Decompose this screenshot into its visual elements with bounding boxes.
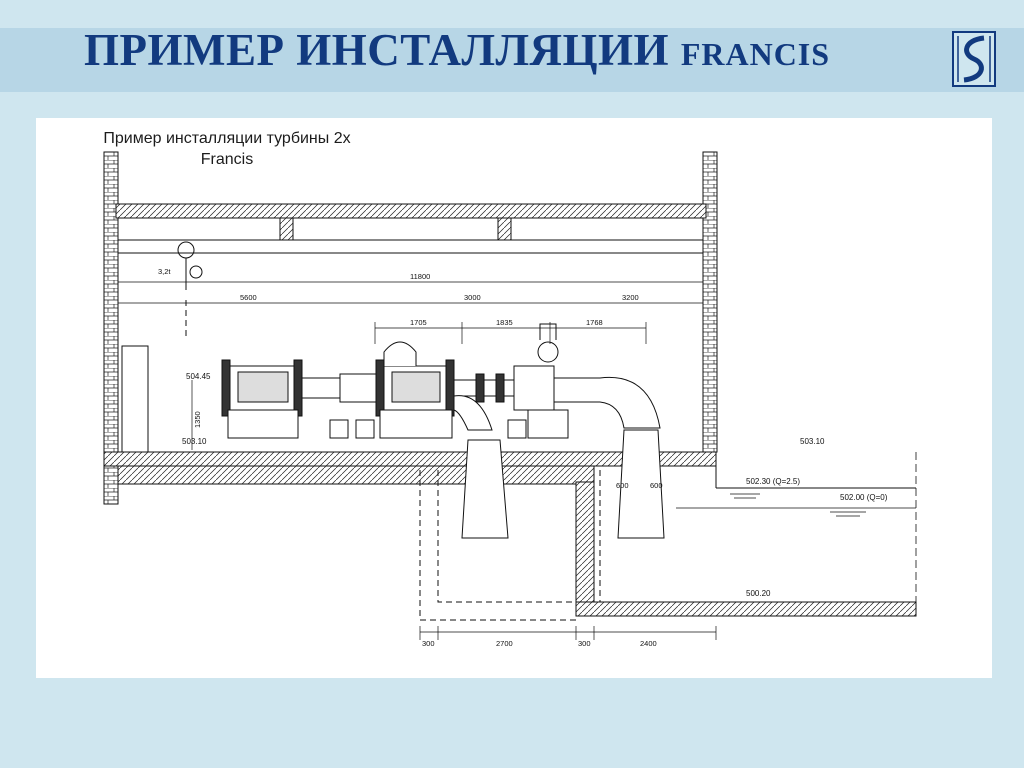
level-tailwater-high: 502.30 (Q=2.5) <box>746 477 800 486</box>
level-floor-right: 503.10 <box>800 437 825 446</box>
dim-1835: 1835 <box>496 318 513 327</box>
level-channel-bottom: 500.20 <box>746 589 771 598</box>
turbine-machinery <box>121 323 661 453</box>
slide-title-main: ПРИМЕР ИНСТАЛЛЯЦИИ <box>84 25 670 75</box>
caption-line-1: Пример инсталляции турбины 2х <box>103 130 351 147</box>
brand-logo-icon <box>952 31 996 87</box>
dim-1768: 1768 <box>586 318 603 327</box>
level-floor-left: 503.10 <box>182 437 207 446</box>
dimension-lines <box>118 281 717 640</box>
crane-hook <box>177 241 203 290</box>
dim-left-span: 5600 <box>240 293 257 302</box>
dim-pipe-b: 600 <box>650 481 663 490</box>
dim-pipe-a: 600 <box>616 481 629 490</box>
dim-height: 1350 <box>193 411 202 428</box>
dim-outlet: 2400 <box>640 639 657 648</box>
dim-right-span: 3200 <box>622 293 639 302</box>
dim-total: 11800 <box>410 272 430 281</box>
dim-gap-right: 300 <box>578 639 591 648</box>
dim-gap-left: 300 <box>422 639 435 648</box>
dim-pit: 2700 <box>496 639 513 648</box>
draft-tubes <box>461 429 665 539</box>
caption-line-2: Francis <box>200 151 254 168</box>
water-levels <box>676 452 917 616</box>
dim-crane: 3,2t <box>158 267 171 276</box>
dim-mid-span: 3000 <box>464 293 481 302</box>
dim-1705: 1705 <box>410 318 427 327</box>
title-band <box>0 28 1024 92</box>
level-tailwater-low: 502.00 (Q=0) <box>840 493 888 502</box>
level-top-left: 504.45 <box>186 372 211 381</box>
draft-pit-outline <box>185 300 601 621</box>
drawing-caption: Пример инсталляции турбины 2х Francis <box>62 128 392 170</box>
slide-title: ПРИМЕР ИНСТАЛЛЯЦИИ FRANCIS <box>84 22 830 82</box>
building-walls <box>103 151 718 505</box>
slide-title-sub: FRANCIS <box>680 36 831 72</box>
